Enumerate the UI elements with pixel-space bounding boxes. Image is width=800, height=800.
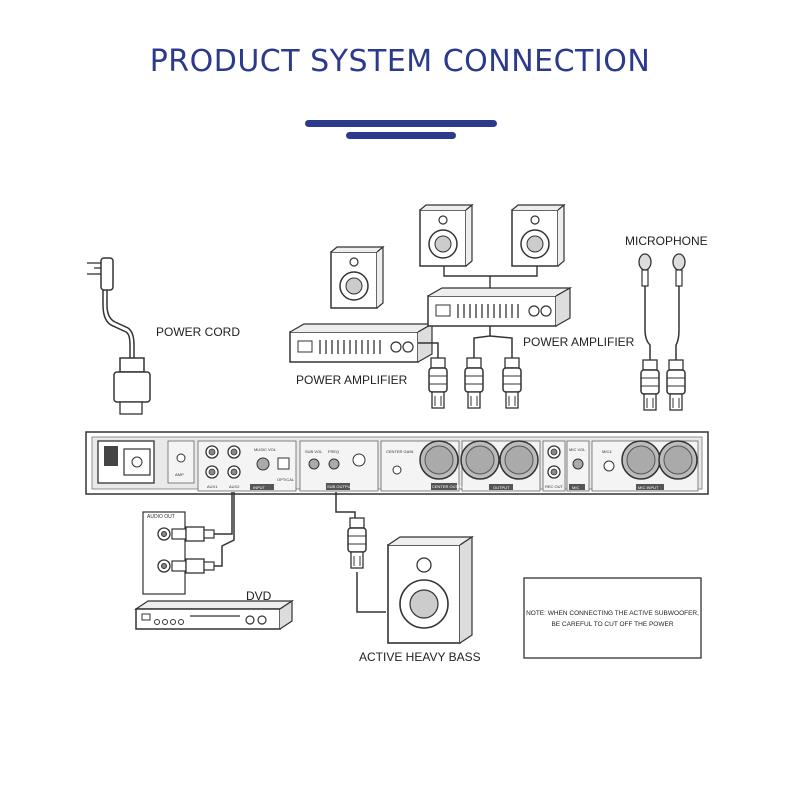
speaker-icon: [419, 204, 473, 267]
active-heavy-bass-label: ACTIVE HEAVY BASS: [359, 650, 481, 664]
microphone-icon: [672, 253, 686, 360]
power-amplifier-left: [289, 323, 433, 363]
power-cord-label: POWER CORD: [156, 325, 240, 339]
panel-label-mic: MIC: [572, 485, 579, 490]
speaker-wires: [443, 266, 538, 288]
note-box: NOTE: WHEN CONNECTING THE ACTIVE SUBWOOF…: [523, 577, 702, 659]
panel-label-output: OUTPUT: [493, 485, 510, 490]
xlr-connector-icon: [640, 359, 660, 411]
dvd-player: [134, 599, 294, 630]
audio-out-label: AUDIO OUT: [147, 514, 175, 520]
panel-label-aux1: AUX1: [207, 484, 218, 489]
panel-label-sub-output: SUB OUTPUT: [327, 484, 353, 489]
microphone-label: MICROPHONE: [625, 234, 708, 248]
panel-label-optical: OPTICAL: [277, 477, 295, 482]
dvd-connection: [142, 492, 235, 595]
panel-label-amp: AMP: [175, 472, 184, 477]
panel-label-mic-input: MIC INPUT: [638, 485, 659, 490]
xlr-connector-icon: [347, 517, 367, 569]
note-line-1: NOTE: WHEN CONNECTING THE ACTIVE SUBWOOF…: [526, 610, 699, 617]
panel-label-center-gain: CENTER GAIN: [386, 449, 413, 454]
speaker-icon: [511, 204, 565, 267]
subwoofer-speaker: [387, 535, 474, 644]
xlr-connector-icon: [464, 357, 484, 409]
amplifier-cables: [418, 326, 513, 358]
panel-label-aux2: AUX2: [229, 484, 240, 489]
panel-label-center-output: CENTER OUTPUT: [432, 484, 467, 489]
panel-label-mic-vol: MIC VOL: [569, 447, 586, 452]
panel-label-sub-vol: SUB VOL: [305, 449, 323, 454]
dvd-label: DVD: [246, 589, 272, 603]
title-underline-short: [346, 132, 456, 139]
note-line-2: BE CAREFUL TO CUT OFF THE POWER: [551, 621, 673, 628]
microphone-icon: [638, 253, 652, 360]
power-amplifier-right-label: POWER AMPLIFIER: [523, 335, 635, 349]
xlr-connector-icon: [502, 357, 522, 409]
panel-label-rec-out: REC OUT: [545, 484, 564, 489]
mixer-unit: [85, 431, 709, 495]
power-amplifier-left-label: POWER AMPLIFIER: [296, 373, 408, 387]
subwoofer-cable: [335, 492, 386, 613]
speaker-icon: [330, 246, 384, 309]
page-title: PRODUCT SYSTEM CONNECTION: [149, 44, 651, 79]
panel-label-music-vol: MUSIC VOL: [254, 447, 277, 452]
panel-label-input: INPUT: [253, 485, 266, 490]
xlr-connector-icon: [428, 357, 448, 409]
panel-label-mic4: MIC4: [602, 449, 612, 454]
panel-label-freq: FREQ: [328, 449, 339, 454]
xlr-connector-icon: [666, 359, 686, 411]
title-underline-long: [305, 120, 497, 127]
power-amplifier-right: [427, 287, 571, 327]
power-cord: [87, 257, 151, 415]
